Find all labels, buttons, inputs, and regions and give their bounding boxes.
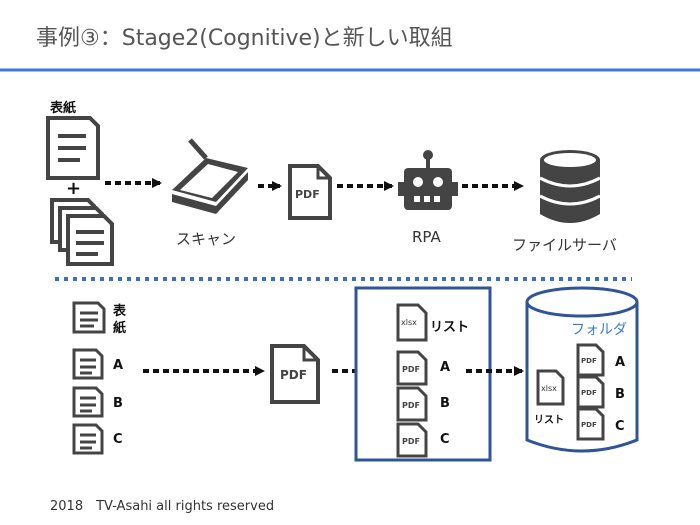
pdf-badge: PDF bbox=[581, 357, 597, 365]
footer-copyright: 2018 TV-Asahi all rights reserved bbox=[50, 499, 275, 514]
cover-label-line2: 紙 bbox=[113, 321, 127, 336]
folder-item-b: B bbox=[615, 387, 625, 402]
cover-label: 表紙 bbox=[50, 101, 77, 116]
xlsx-badge: xlsx bbox=[541, 384, 557, 393]
pdf-badge: PDF bbox=[280, 368, 307, 382]
scanner-icon bbox=[172, 138, 248, 214]
box-item-a: A bbox=[440, 360, 451, 375]
box-item-b: B bbox=[440, 396, 450, 411]
pdf-badge: PDF bbox=[402, 437, 420, 446]
folder-item-c: C bbox=[615, 419, 625, 434]
doc-label-c: C bbox=[113, 432, 123, 447]
pdf-badge: PDF bbox=[402, 365, 420, 374]
pdf-file-icon bbox=[270, 344, 320, 404]
cover-label-line1: 表 bbox=[113, 304, 127, 319]
robot-icon bbox=[398, 150, 458, 210]
database-icon bbox=[539, 150, 601, 223]
folder-item-a: A bbox=[615, 355, 626, 370]
list-label: リスト bbox=[534, 415, 564, 426]
rpa-label: RPA bbox=[412, 228, 441, 246]
document-icon-c bbox=[72, 423, 104, 455]
pdf-file-icon bbox=[288, 164, 332, 220]
document-icon-a bbox=[72, 348, 104, 380]
file-server-label: ファイルサーバ bbox=[512, 236, 617, 254]
xlsx-file-icon bbox=[396, 303, 428, 342]
xlsx-file-icon bbox=[536, 369, 565, 406]
pdf-file-icon bbox=[576, 343, 605, 441]
pdf-badge: PDF bbox=[402, 401, 420, 410]
pdf-badge: PDF bbox=[581, 421, 597, 429]
cover-document-icon bbox=[72, 301, 106, 334]
doc-label-b: B bbox=[113, 396, 123, 411]
xlsx-badge: xlsx bbox=[401, 318, 417, 327]
pdf-badge: PDF bbox=[295, 188, 320, 201]
page-title: 事例③：Stage2(Cognitive)と新しい取組 bbox=[36, 26, 453, 51]
folder-label: フォルダ bbox=[571, 322, 627, 338]
box-item-c: C bbox=[440, 432, 450, 447]
cover-document-icon bbox=[46, 116, 100, 180]
document-icon-b bbox=[72, 386, 104, 418]
pdf-file-icon bbox=[396, 350, 428, 458]
doc-label-a: A bbox=[113, 358, 124, 373]
scan-label: スキャン bbox=[176, 230, 237, 248]
list-label: リスト bbox=[430, 320, 470, 335]
pdf-badge: PDF bbox=[581, 389, 597, 397]
plus-sign: + bbox=[66, 178, 82, 199]
stacked-documents-icon bbox=[50, 198, 114, 266]
